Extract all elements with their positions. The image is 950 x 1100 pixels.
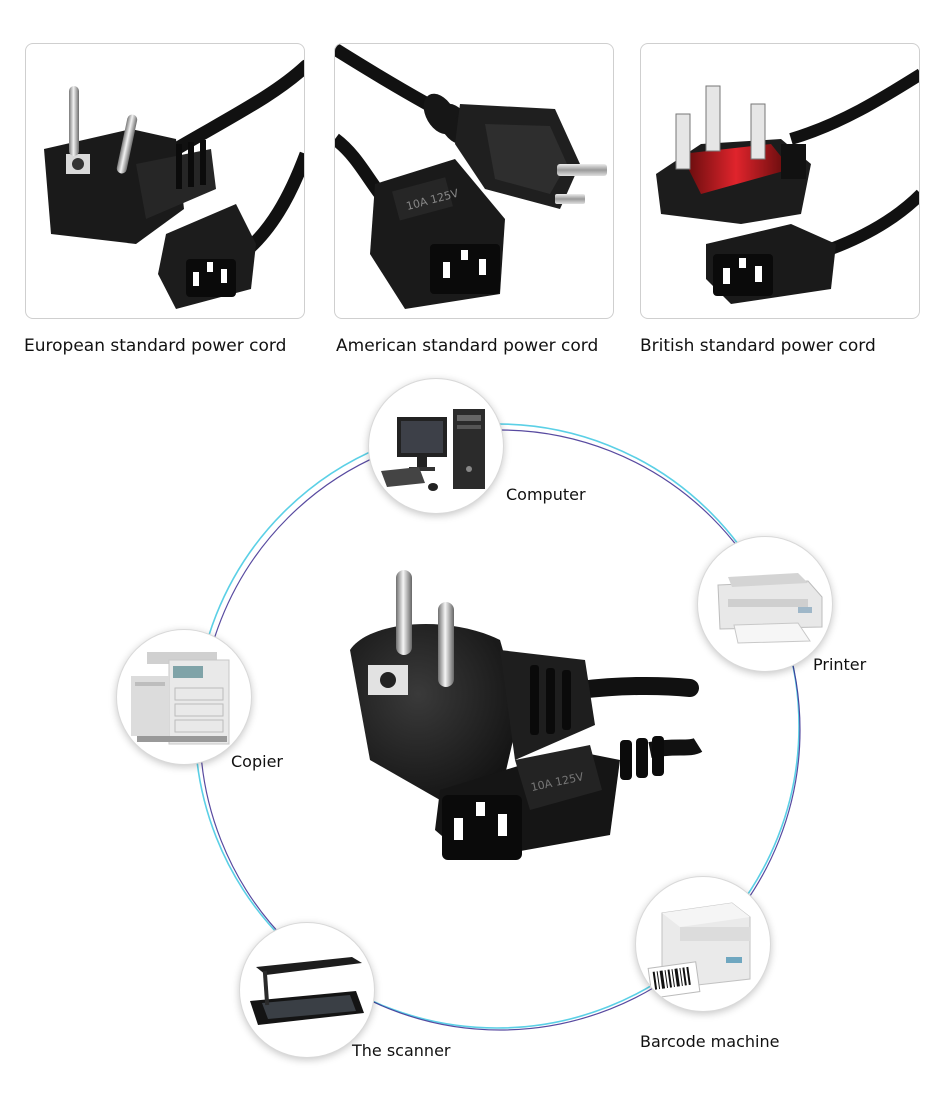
eu-cord-label: European standard power cord bbox=[24, 336, 287, 356]
printer-icon bbox=[717, 573, 823, 644]
eu-plug-image bbox=[44, 59, 304, 309]
uk-cord-card bbox=[640, 43, 920, 319]
computer-bubble bbox=[368, 378, 504, 514]
copier-label: Copier bbox=[231, 752, 283, 771]
us-cord-label: American standard power cord bbox=[336, 336, 599, 356]
scanner-icon bbox=[250, 957, 364, 1025]
computer-icon bbox=[381, 409, 485, 491]
copier-icon bbox=[131, 652, 230, 745]
barcode-bubble bbox=[635, 876, 771, 1012]
us-plug-image: 10A 125V bbox=[335, 44, 607, 309]
barcode-label: Barcode machine bbox=[640, 1032, 780, 1051]
copier-bubble bbox=[116, 629, 252, 765]
eu-cord-card bbox=[25, 43, 305, 319]
scanner-label: The scanner bbox=[352, 1041, 451, 1060]
computer-label: Computer bbox=[506, 485, 586, 504]
us-cord-card: 10A 125V bbox=[334, 43, 614, 319]
uk-plug-image bbox=[656, 68, 919, 304]
scanner-bubble bbox=[239, 922, 375, 1058]
barcode-printer-icon bbox=[647, 902, 751, 999]
center-eu-plug-image: 10A 125V bbox=[350, 570, 703, 860]
printer-label: Printer bbox=[813, 655, 867, 674]
printer-bubble bbox=[697, 536, 833, 672]
uk-cord-label: British standard power cord bbox=[640, 336, 876, 356]
